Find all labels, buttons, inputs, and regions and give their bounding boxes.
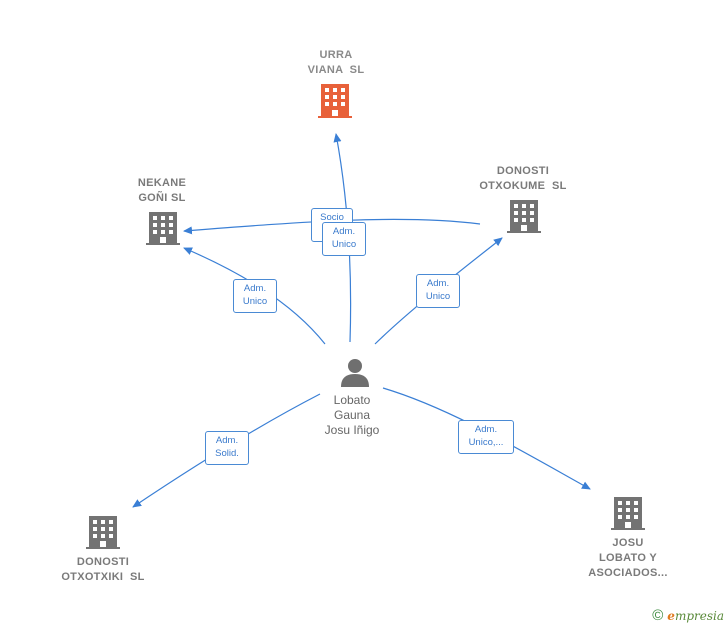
building-icon[interactable]	[318, 84, 352, 118]
copyright-icon: ©	[652, 607, 664, 624]
company-label-donosti-otxotxiki[interactable]: DONOSTI OTXOTXIKI SL	[61, 556, 145, 583]
edge-label-adm-unico-nekane[interactable]: Adm. Unico	[233, 279, 277, 313]
brand-logo: empresia	[667, 608, 724, 623]
company-label-donosti-otxokume[interactable]: DONOSTI OTXOKUME SL	[479, 165, 567, 192]
edge-label-adm-unico-urra[interactable]: Adm. Unico	[322, 222, 366, 256]
person-label-lobato-gauna[interactable]: Lobato Gauna Josu Iñigo	[324, 393, 380, 437]
building-icon[interactable]	[146, 212, 180, 245]
company-label-nekane-goni[interactable]: NEKANE GOÑI SL	[137, 177, 187, 204]
edge-label-adm-solid[interactable]: Adm. Solid.	[205, 431, 249, 465]
building-icon[interactable]	[611, 497, 645, 530]
edge-label-adm-unico-josu[interactable]: Adm. Unico,...	[458, 420, 514, 454]
company-label-urra-viana[interactable]: URRA VIANA SL	[307, 49, 365, 76]
footer-brand[interactable]: © empresia	[652, 607, 724, 624]
building-icon[interactable]	[86, 516, 120, 549]
person-icon[interactable]	[341, 359, 369, 387]
building-icon[interactable]	[507, 200, 541, 233]
edge-label-adm-unico-otxokume[interactable]: Adm. Unico	[416, 274, 460, 308]
company-label-josu-lobato[interactable]: JOSU LOBATO Y ASOCIADOS...	[588, 537, 668, 579]
